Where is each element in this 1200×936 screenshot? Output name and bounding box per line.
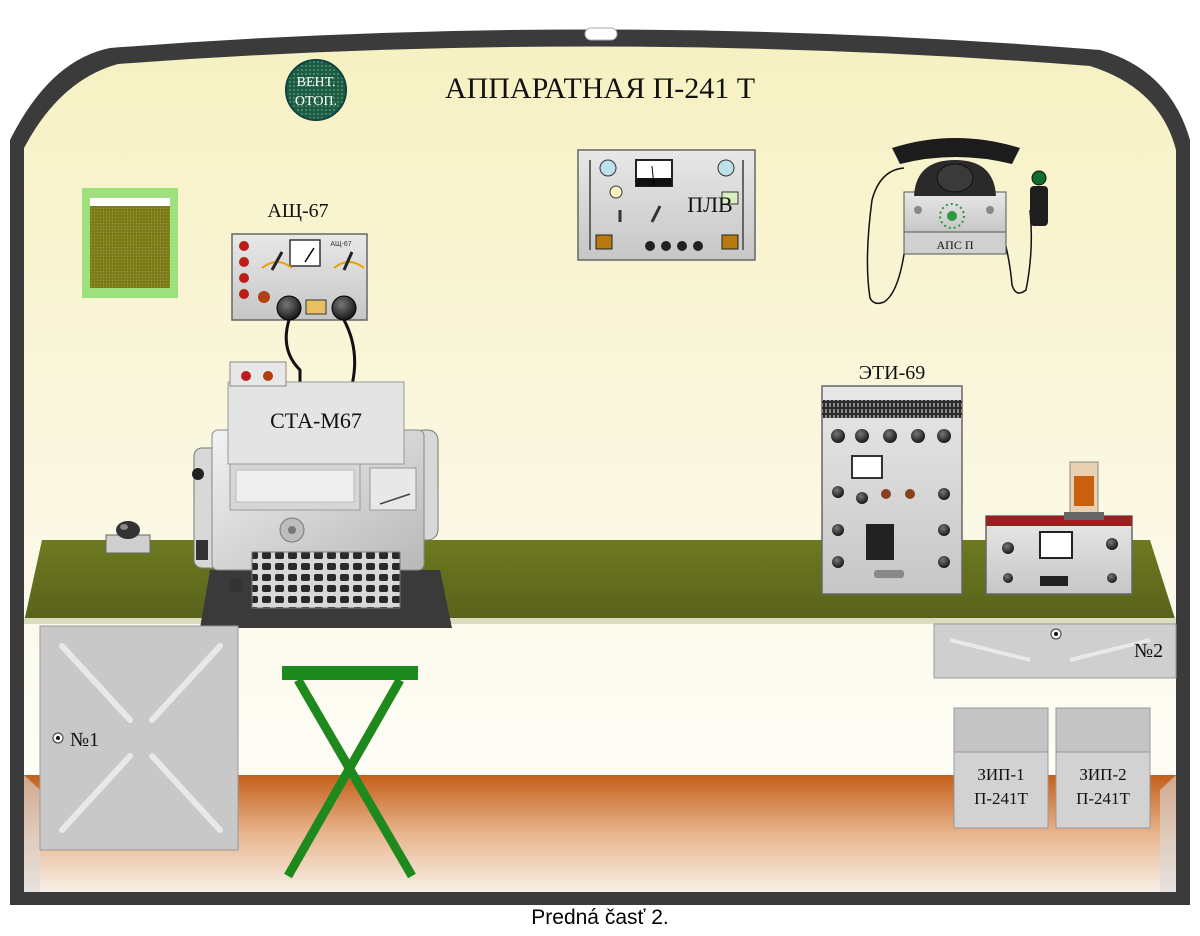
signal-lamp[interactable] [105,521,151,554]
eti69-device[interactable] [821,385,963,595]
vent-heat-button[interactable]: ВЕНТ. ОТОП. [285,59,347,121]
spare-box-2-line2: П-241Т [1076,789,1130,808]
spare-box-2[interactable]: ЗИП-2 П-241Т [1055,707,1151,829]
page-caption: Predná časť 2. [531,906,669,929]
plv-device[interactable]: ПЛВ [577,149,756,261]
ash67-panel[interactable]: АЩ-67 [231,233,368,321]
spare-box-2-line1: ЗИП-2 [1079,765,1126,784]
spare-box-1[interactable]: ЗИП-1 П-241Т [953,707,1049,829]
eti69-label: ЭТИ-69 [859,362,926,384]
page-title: АППАРАТНАЯ П-241 Т [445,72,755,105]
folding-stool[interactable] [282,666,418,879]
cabinet-1-label: №1 [70,729,99,751]
cabinet-2-label: №2 [1134,640,1163,662]
sta-m67-teleprinter[interactable]: СТА-М67 [192,361,452,628]
vent-label: ВЕНТ. [297,75,336,90]
wall-vent-grille[interactable] [82,188,178,298]
ash67-plate: АЩ-67 [330,241,351,248]
heat-label: ОТОП. [295,94,337,109]
cabinet-1[interactable]: №1 [39,625,239,851]
plv-label: ПЛВ [687,192,732,217]
ash67-label: АЩ-67 [267,200,328,222]
sta-label: СТА-М67 [270,408,362,433]
spare-box-1-line1: ЗИП-1 [977,765,1024,784]
spare-box-1-line2: П-241Т [974,789,1028,808]
ash67-cables [284,319,357,386]
cabinet-2[interactable]: №2 [933,623,1177,679]
apsp-label: АПС П [936,238,973,252]
aps-telephone[interactable]: АПС П [866,138,1048,305]
measuring-instrument[interactable] [985,461,1133,595]
